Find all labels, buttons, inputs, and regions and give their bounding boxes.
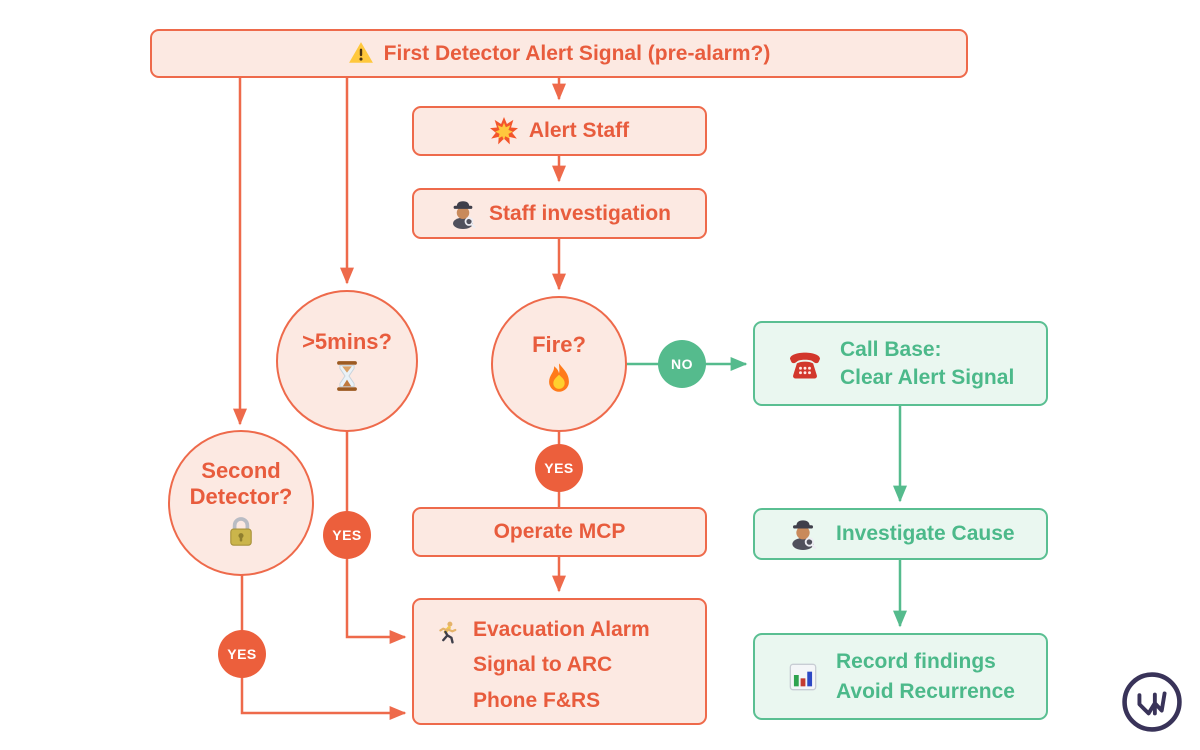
node-label: Staff investigation — [488, 201, 672, 225]
explosion-icon — [489, 117, 518, 145]
hourglass-icon — [330, 359, 364, 393]
detective-icon — [787, 518, 819, 550]
badge-label: YES — [227, 646, 257, 662]
node-second-detector-decision[interactable]: Second Detector? — [168, 430, 314, 576]
lock-icon — [224, 514, 258, 548]
node-label: >5mins? — [302, 328, 392, 354]
badge-label: YES — [544, 460, 574, 476]
node-label: Detector? — [189, 484, 293, 509]
badge-no[interactable]: NO — [658, 340, 706, 388]
node-label: Call Base: Clear Alert Signal — [840, 336, 1014, 391]
node-evacuation[interactable]: Evacuation Alarm Signal to ARC Phone F&R… — [412, 598, 707, 725]
node-investigate-cause[interactable]: Investigate Cause — [753, 508, 1048, 560]
node-operate-mcp[interactable]: Operate MCP — [412, 507, 707, 557]
badge-yes-fire[interactable]: YES — [535, 444, 583, 492]
node-label: Fire? — [532, 331, 586, 357]
node-label-line: Record findings — [836, 650, 996, 674]
node-label-line: Evacuation Alarm — [473, 618, 650, 641]
badge-label: YES — [332, 527, 362, 543]
node-label: Record findings Avoid Recurrence — [836, 648, 1015, 705]
bar-chart-icon — [787, 661, 819, 693]
node-fire-decision[interactable]: Fire? — [491, 296, 627, 432]
node-label: First Detector Alert Signal (pre-alarm?) — [383, 41, 771, 65]
node-five-mins-decision[interactable]: >5mins? — [276, 290, 418, 432]
node-first-detector[interactable]: First Detector Alert Signal (pre-alarm?) — [150, 29, 968, 78]
badge-yes-second-detector[interactable]: YES — [218, 630, 266, 678]
badge-label: NO — [671, 356, 693, 372]
node-label: Second — [201, 457, 281, 483]
detective-icon — [448, 199, 478, 229]
node-alert-staff[interactable]: Alert Staff — [412, 106, 707, 156]
node-label: Investigate Cause — [836, 522, 1015, 546]
phone-icon — [787, 346, 823, 382]
node-label-line: Call Base: — [840, 338, 942, 362]
runner-icon — [433, 620, 459, 646]
node-label-line: Signal to ARC — [473, 653, 613, 677]
warning-icon — [348, 40, 374, 66]
node-label: Evacuation Alarm Signal to ARC Phone F&R… — [473, 616, 650, 714]
fire-icon — [542, 362, 576, 396]
node-record-findings[interactable]: Record findings Avoid Recurrence — [753, 633, 1048, 720]
node-label-line: Phone F&RS — [473, 688, 601, 712]
node-call-base[interactable]: Call Base: Clear Alert Signal — [753, 321, 1048, 406]
node-label: Operate MCP — [493, 520, 626, 544]
node-staff-investigation[interactable]: Staff investigation — [412, 188, 707, 239]
node-label-line: Avoid Recurrence — [836, 679, 1015, 703]
node-label-line: Clear Alert Signal — [840, 365, 1015, 389]
node-label: Alert Staff — [528, 119, 630, 143]
badge-yes-five-mins[interactable]: YES — [323, 511, 371, 559]
whimsical-logo[interactable] — [1120, 670, 1184, 734]
